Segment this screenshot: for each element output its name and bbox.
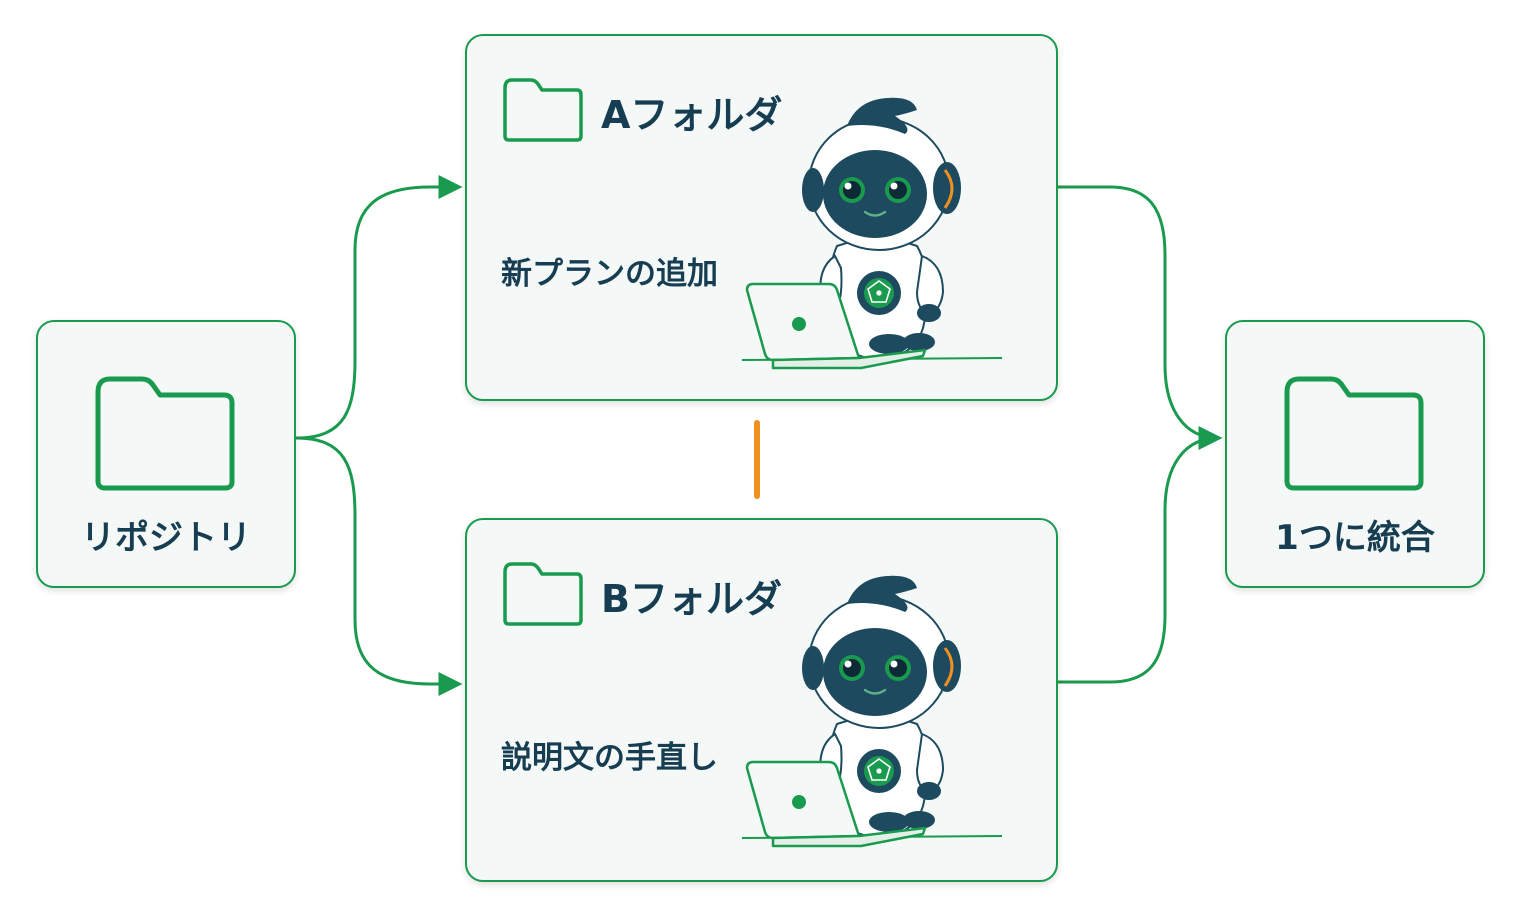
edge-repo-to-a — [295, 175, 463, 440]
folder-a-title: Aフォルダ — [601, 93, 783, 137]
folder-icon — [1284, 376, 1424, 491]
edge-a-to-merge — [1058, 185, 1223, 450]
edge-b-to-merge — [1058, 436, 1219, 684]
folder-icon — [95, 376, 235, 491]
folder-b-title: Bフォルダ — [601, 577, 782, 621]
folder-icon — [503, 562, 583, 626]
folder-b-node: Bフォルダ 説明文の手直し — [465, 518, 1058, 882]
folder-a-task: 新プランの追加 — [501, 256, 718, 292]
folder-icon — [503, 78, 583, 142]
robot-laptop-icon — [741, 97, 1003, 370]
robot-laptop-icon — [741, 575, 1003, 848]
repository-label: リポジトリ — [81, 518, 251, 558]
folder-a-node: Aフォルダ 新プランの追加 — [465, 34, 1058, 401]
repository-node: リポジトリ — [36, 320, 296, 588]
edge-repo-to-b — [295, 436, 463, 696]
merged-node: 1つに統合 — [1225, 320, 1485, 588]
merged-label: 1つに統合 — [1275, 518, 1435, 558]
folder-b-task: 説明文の手直し — [501, 740, 718, 776]
